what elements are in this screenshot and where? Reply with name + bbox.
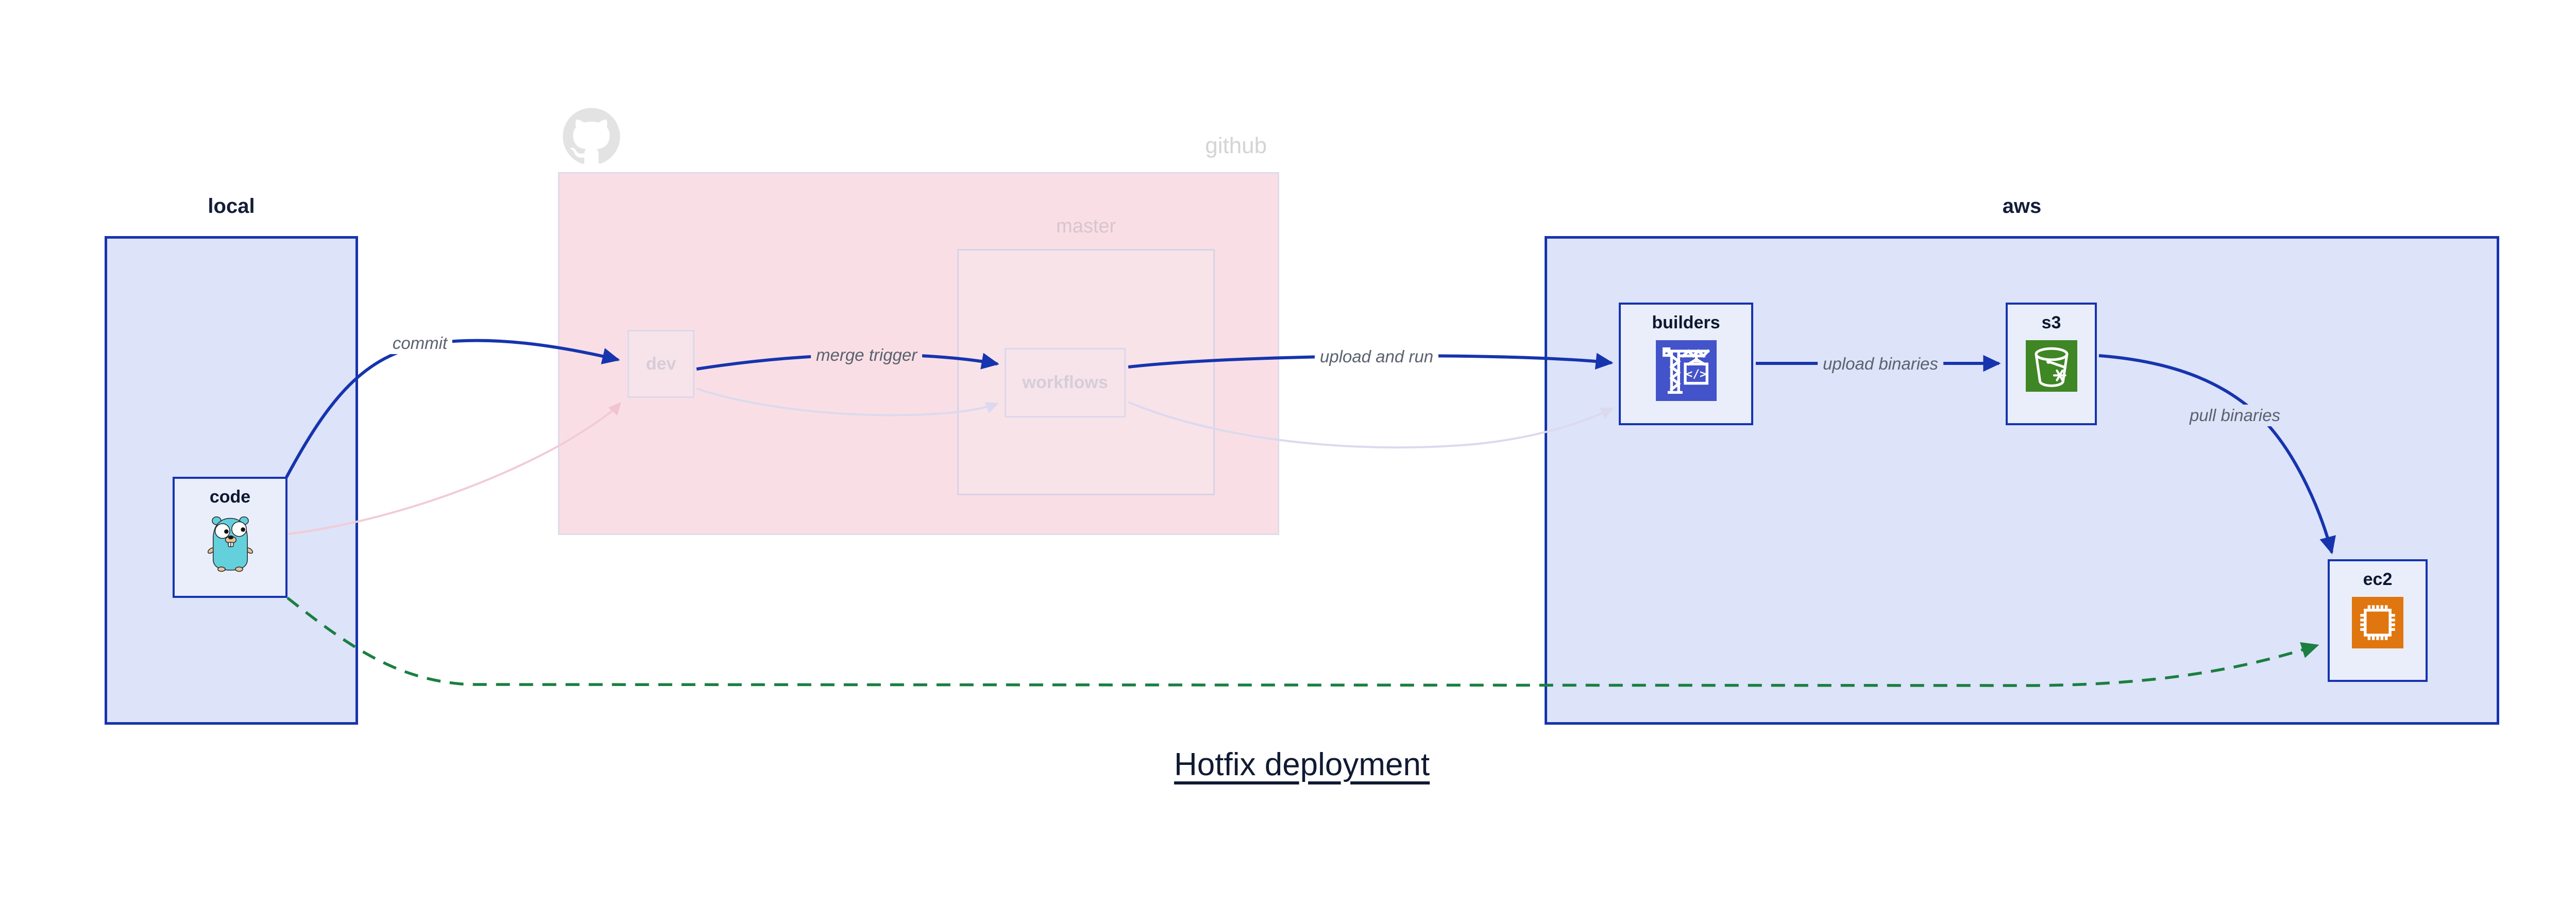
edge-label-upload-binaries: upload binaries [1818, 353, 1943, 375]
go-gopher-icon [206, 514, 255, 575]
codebuild-crane-icon: </> [1655, 340, 1717, 404]
node-builders-label: builders [1652, 313, 1720, 332]
node-s3: s3 [2006, 303, 2097, 425]
node-ec2: ec2 [2328, 559, 2428, 682]
edge-label-upload-and-run: upload and run [1314, 346, 1439, 368]
node-s3-label: s3 [2041, 313, 2061, 332]
node-code: code [173, 477, 287, 598]
edge-faded-dev-workflows [696, 388, 999, 416]
edge-label-commit: commit [387, 332, 453, 354]
github-octocat-icon [562, 107, 621, 169]
local-group-label: local [208, 195, 255, 218]
node-dev-label: dev [646, 354, 676, 374]
s3-bucket-icon [2025, 340, 2077, 394]
node-ec2-label: ec2 [2363, 570, 2393, 589]
edge-faded-code-dev [287, 402, 621, 535]
ec2-chip-icon [2352, 597, 2403, 651]
node-workflows-label: workflows [1022, 373, 1108, 392]
node-dev: dev [628, 330, 694, 398]
node-code-label: code [209, 487, 251, 507]
edge-label-merge-trigger: merge trigger [810, 344, 923, 366]
edge-pull-binaries [2098, 354, 2336, 555]
svg-text:</>: </> [1685, 368, 1706, 381]
github-group-label: github [1205, 133, 1267, 158]
master-branch-label: master [1056, 215, 1116, 237]
node-builders: builders </> [1619, 303, 1753, 425]
edge-faded-workflows-builders [1128, 401, 1614, 449]
node-workflows: workflows [1005, 348, 1126, 417]
edge-hotfix-shortcut [286, 596, 2319, 687]
diagram-title: Hotfix deployment [1174, 747, 1430, 782]
edge-label-pull-binaries: pull binaries [2184, 405, 2286, 426]
edge-commit [285, 339, 620, 478]
aws-group-label: aws [2002, 195, 2042, 218]
